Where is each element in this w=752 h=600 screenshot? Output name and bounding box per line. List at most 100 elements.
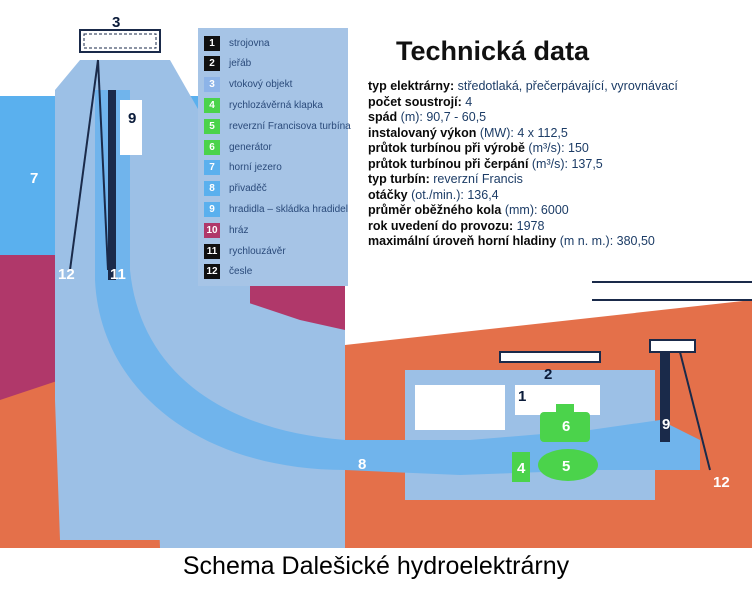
tech-key: spád xyxy=(368,110,398,124)
legend-number-badge: 9 xyxy=(204,201,220,217)
label-7: 7 xyxy=(30,170,39,187)
legend-item: 1 strojovna xyxy=(204,34,270,52)
legend-item: 6 generátor xyxy=(204,138,272,156)
tech-key: rok uvedení do provozu: xyxy=(368,218,514,233)
legend-label: generátor xyxy=(229,141,272,153)
label-5: 5 xyxy=(562,458,571,475)
legend-item: 9 hradidla – skládka hradidel xyxy=(204,200,348,218)
legend-label: česle xyxy=(229,266,253,278)
tech-row: typ elektrárny: středotlaká, přečerpávaj… xyxy=(368,79,748,95)
technical-data-rows: typ elektrárny: středotlaká, přečerpávaj… xyxy=(368,79,748,250)
powerhouse-room xyxy=(415,385,505,430)
tech-value: : 4 x 112,5 xyxy=(510,125,568,140)
legend-number-badge: 4 xyxy=(204,97,220,113)
legend-label: horní jezero xyxy=(229,162,282,174)
legend-number-badge: 6 xyxy=(204,139,220,155)
penstock-8 xyxy=(95,90,345,470)
legend-number-badge: 7 xyxy=(204,160,220,176)
dam-concrete xyxy=(150,270,345,548)
legend-number-badge: 11 xyxy=(204,243,220,259)
label-2: 2 xyxy=(544,366,553,383)
tech-unit: (MW) xyxy=(476,125,511,140)
outlet-structure xyxy=(649,339,696,353)
generator-top xyxy=(556,404,574,414)
tech-value: středotlaká, přečerpávající, vyrovnávací xyxy=(454,79,678,93)
tech-key: typ elektrárny: xyxy=(368,79,455,93)
legend-item: 10 hráz xyxy=(204,221,248,239)
generator-6 xyxy=(540,412,590,442)
tech-unit: (ot./min.) xyxy=(407,187,461,202)
tech-value: : 380,50 xyxy=(609,234,655,248)
tech-key: průměr oběžného kola xyxy=(368,203,502,217)
legend-number-badge: 5 xyxy=(204,118,220,134)
tech-value: 1978 xyxy=(513,218,545,233)
legend-number-badge: 10 xyxy=(204,222,220,238)
label-3: 3 xyxy=(112,14,121,31)
tech-value: : 136,4 xyxy=(460,187,499,202)
tech-unit: (m n. m.) xyxy=(556,234,610,248)
tech-row: průměr oběžného kola (mm): 6000 xyxy=(368,203,748,219)
legend-label: hradidla – skládka hradidel xyxy=(229,203,348,215)
tech-row: průtok turbínou při výrobě (m³/s): 150 xyxy=(368,141,748,157)
legend-item: 5 reverzní Francisova turbína xyxy=(204,117,351,135)
quick-valve-4 xyxy=(512,452,530,482)
tech-key: typ turbín: xyxy=(368,172,430,186)
tech-value: : 150 xyxy=(561,141,589,155)
gate-storage-9 xyxy=(120,100,142,155)
label-11: 11 xyxy=(110,266,126,283)
tech-unit: (mm) xyxy=(501,203,534,217)
technical-data-title: Technická data xyxy=(396,36,590,66)
tech-row: instalovaný výkon (MW): 4 x 112,5 xyxy=(368,126,748,142)
rack-line xyxy=(69,59,99,271)
technical-data-panel: Technická data typ elektrárny: středotla… xyxy=(368,30,748,250)
tech-unit: (m³/s) xyxy=(528,156,565,171)
tech-unit: (m³/s) xyxy=(524,141,562,155)
tech-row: typ turbín: reverzní Francis xyxy=(368,172,748,188)
label-9-right: 9 xyxy=(662,416,671,433)
tech-row: počet soustrojí: 4 xyxy=(368,95,748,111)
label-1: 1 xyxy=(518,388,527,405)
tech-unit: (m) xyxy=(397,110,420,124)
legend-item: 8 přivaděč xyxy=(204,180,267,198)
tech-row: rok uvedení do provozu: 1978 xyxy=(368,219,748,235)
tech-key: průtok turbínou při výrobě xyxy=(368,141,525,155)
legend-label: jeřáb xyxy=(229,58,252,70)
legend-item: 4 rychlozávěrná klapka xyxy=(204,96,323,114)
label-6: 6 xyxy=(562,418,571,435)
tech-value: : 137,5 xyxy=(564,156,603,171)
tech-row: průtok turbínou při čerpání (m³/s): 137,… xyxy=(368,157,748,173)
legend-number-badge: 1 xyxy=(204,35,220,51)
legend-label: reverzní Francisova turbína xyxy=(229,120,351,132)
tech-key: průtok turbínou při čerpání xyxy=(368,156,529,171)
legend-item: 2 jeřáb xyxy=(204,55,251,73)
figure-caption: Schema Dalešické hydroelektrárny xyxy=(182,552,570,580)
label-9-left: 9 xyxy=(128,110,137,127)
legend-item: 7 horní jezero xyxy=(204,159,282,177)
tech-value: : 90,7 - 60,5 xyxy=(419,110,487,124)
legend-label: strojovna xyxy=(229,37,270,49)
legend-number-badge: 8 xyxy=(204,181,220,197)
legend-label: vtokový objekt xyxy=(229,79,293,91)
label-4: 4 xyxy=(517,460,526,477)
tech-row: maximální úroveň horní hladiny (m n. m.)… xyxy=(368,234,748,250)
tech-key: otáčky xyxy=(368,187,408,202)
legend-label: rychlozávěrná klapka xyxy=(229,99,323,111)
legend-item: 12 česle xyxy=(204,263,252,281)
legend-label: hráz xyxy=(229,224,249,236)
tech-value: reverzní Francis xyxy=(429,172,523,186)
tech-key: maximální úroveň horní hladiny xyxy=(368,234,557,248)
shaft-11 xyxy=(108,90,116,280)
tech-value: 4 xyxy=(461,94,473,109)
label-12-right: 12 xyxy=(713,474,730,491)
legend-number-badge: 2 xyxy=(204,56,220,72)
tech-row: spád (m): 90,7 - 60,5 xyxy=(368,110,748,126)
intake-bars xyxy=(83,33,157,49)
tech-key: instalovaný výkon xyxy=(368,125,477,140)
legend-number-badge: 12 xyxy=(204,264,220,280)
legend-label: přivaděč xyxy=(229,183,267,195)
label-12-left: 12 xyxy=(58,266,75,283)
turbine-5 xyxy=(538,449,598,481)
